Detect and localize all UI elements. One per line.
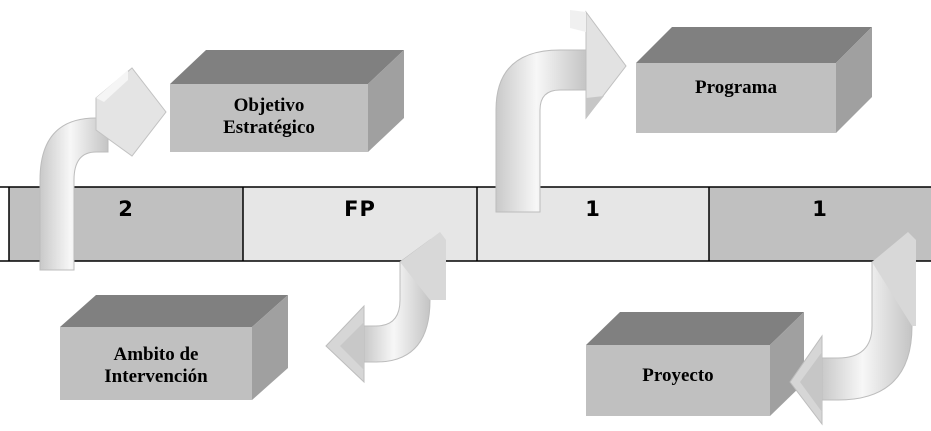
code-segment-3: 1 <box>585 197 601 221</box>
objetivo-box <box>170 50 404 152</box>
programa-label-text: Programa <box>695 77 777 98</box>
ambito-label-line2: Intervención <box>104 366 208 387</box>
arrow-up-to-objetivo <box>39 67 167 271</box>
ambito-box-front <box>60 327 252 400</box>
objetivo-label-line1: Objetivo <box>233 95 305 116</box>
proyecto-box-top <box>586 312 804 345</box>
proyecto-box <box>586 312 804 416</box>
proyecto-label: Proyecto <box>586 365 770 387</box>
objetivo-box-front <box>170 84 368 152</box>
programa-box <box>636 27 872 133</box>
arrow-down-to-proyecto <box>789 232 916 426</box>
arrow-up-to-programa <box>495 10 627 213</box>
proyecto-label-text: Proyecto <box>642 365 714 386</box>
ambito-label: Ambito de Intervención <box>60 344 252 388</box>
code-segment-1: 2 <box>118 197 134 221</box>
objetivo-label-line2: Estratégico <box>223 117 315 138</box>
ambito-box <box>60 295 288 400</box>
code-segment-4: 1 <box>812 197 828 221</box>
programa-box-front <box>636 63 836 133</box>
programa-label: Programa <box>636 77 836 99</box>
ambito-label-line1: Ambito de <box>113 344 199 365</box>
programa-box-side <box>836 27 872 133</box>
code-bar <box>0 186 931 262</box>
objetivo-box-top <box>170 50 404 84</box>
ambito-box-top <box>60 295 288 327</box>
arrow-down-to-ambito <box>325 232 446 384</box>
ambito-box-side <box>252 295 288 400</box>
programa-box-top <box>636 27 872 63</box>
objetivo-label: Objetivo Estratégico <box>170 95 368 139</box>
code-segment-2: FP <box>344 197 376 221</box>
objetivo-box-side <box>368 50 404 152</box>
proyecto-box-front <box>586 345 770 416</box>
